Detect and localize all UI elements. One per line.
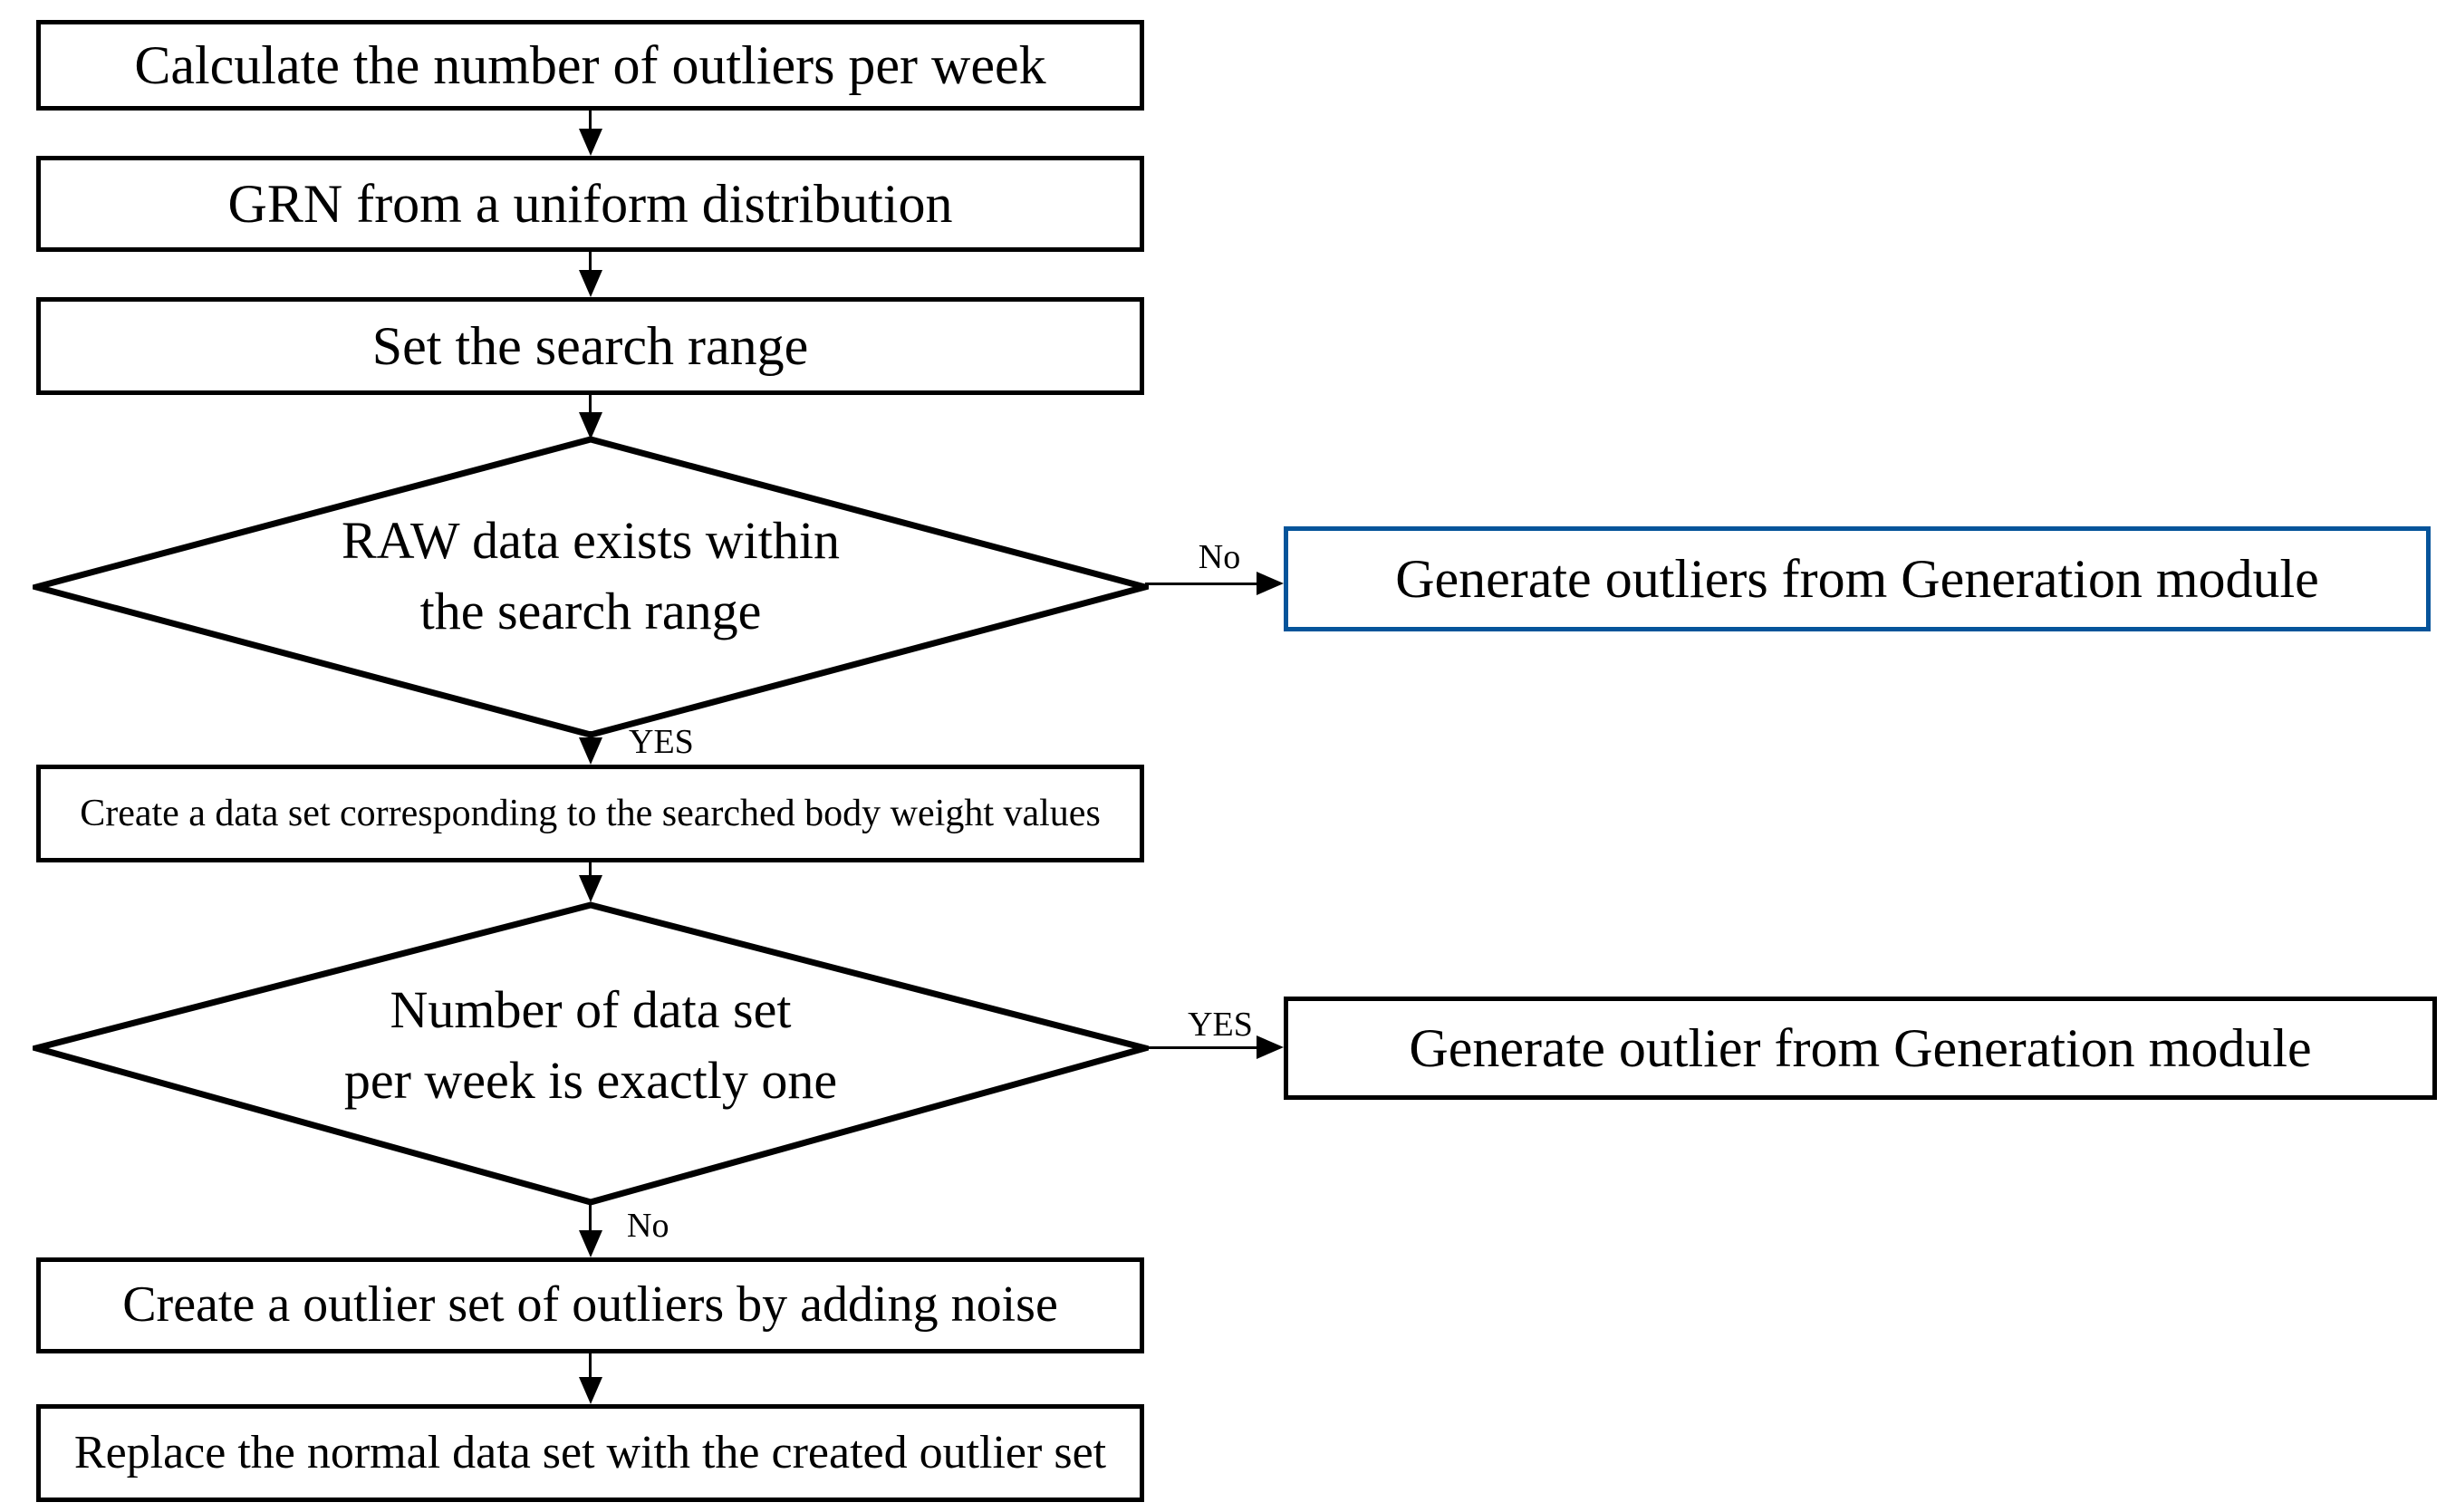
process-set-search-range: Set the search range [36, 297, 1144, 395]
process-replace-normal-data-set: Replace the normal data set with the cre… [36, 1404, 1144, 1502]
edge-label-yes-1: YES [629, 723, 694, 761]
arrow-right-icon [1257, 1035, 1284, 1059]
process-label: Generate outlier from Generation module [1409, 1018, 2312, 1078]
arrow-down-icon [579, 412, 602, 439]
decision-label-line1: Number of data set [390, 980, 792, 1039]
process-create-outlier-set: Create a outlier set of outliers by addi… [36, 1257, 1144, 1353]
process-calculate-outliers-per-week: Calculate the number of outliers per wee… [36, 20, 1144, 111]
arrow-down-icon [579, 737, 602, 765]
edge-label-no-1: No [1198, 538, 1241, 576]
process-label: GRN from a uniform distribution [227, 174, 953, 234]
process-generate-outlier-from-generation-module: Generate outlier from Generation module [1284, 997, 2437, 1100]
arrow-right-icon [1257, 572, 1284, 595]
arrow-line-6 [589, 1202, 592, 1230]
arrow-down-icon [579, 1230, 602, 1257]
decision-label-line2: the search range [419, 582, 762, 640]
decision-label-line2: per week is exactly one [343, 1051, 838, 1110]
process-grn-uniform-distribution: GRN from a uniform distribution [36, 156, 1144, 252]
decision-label-line1: RAW data exists within [341, 511, 841, 570]
arrow-line-no-1 [1145, 583, 1257, 585]
arrow-down-icon [579, 270, 602, 297]
arrow-line-5 [589, 862, 592, 875]
arrow-line-1 [589, 111, 592, 129]
process-label: Replace the normal data set with the cre… [73, 1427, 1107, 1479]
arrow-down-icon [579, 1377, 602, 1404]
arrow-line-2 [589, 252, 592, 270]
process-label: Create a outlier set of outliers by addi… [122, 1276, 1058, 1334]
process-generate-outliers-from-generation-module: Generate outliers from Generation module [1284, 526, 2431, 631]
arrow-line-7 [589, 1353, 592, 1377]
process-label: Create a data set corresponding to the s… [80, 792, 1101, 834]
arrow-line-3 [589, 395, 592, 412]
arrow-line-4 [589, 731, 592, 739]
arrow-line-yes-2 [1145, 1046, 1257, 1049]
process-label: Generate outliers from Generation module [1395, 549, 2319, 609]
decision-raw-data-exists-label: RAW data exists within the search range [138, 506, 1044, 647]
process-label: Set the search range [371, 316, 809, 376]
edge-label-yes-2: YES [1188, 1006, 1253, 1044]
process-create-data-set: Create a data set corresponding to the s… [36, 765, 1144, 862]
decision-dataset-count-label: Number of data set per week is exactly o… [138, 975, 1044, 1116]
arrow-down-icon [579, 875, 602, 902]
arrow-down-icon [579, 129, 602, 156]
process-label: Calculate the number of outliers per wee… [134, 35, 1046, 95]
edge-label-no-2: No [627, 1207, 669, 1245]
